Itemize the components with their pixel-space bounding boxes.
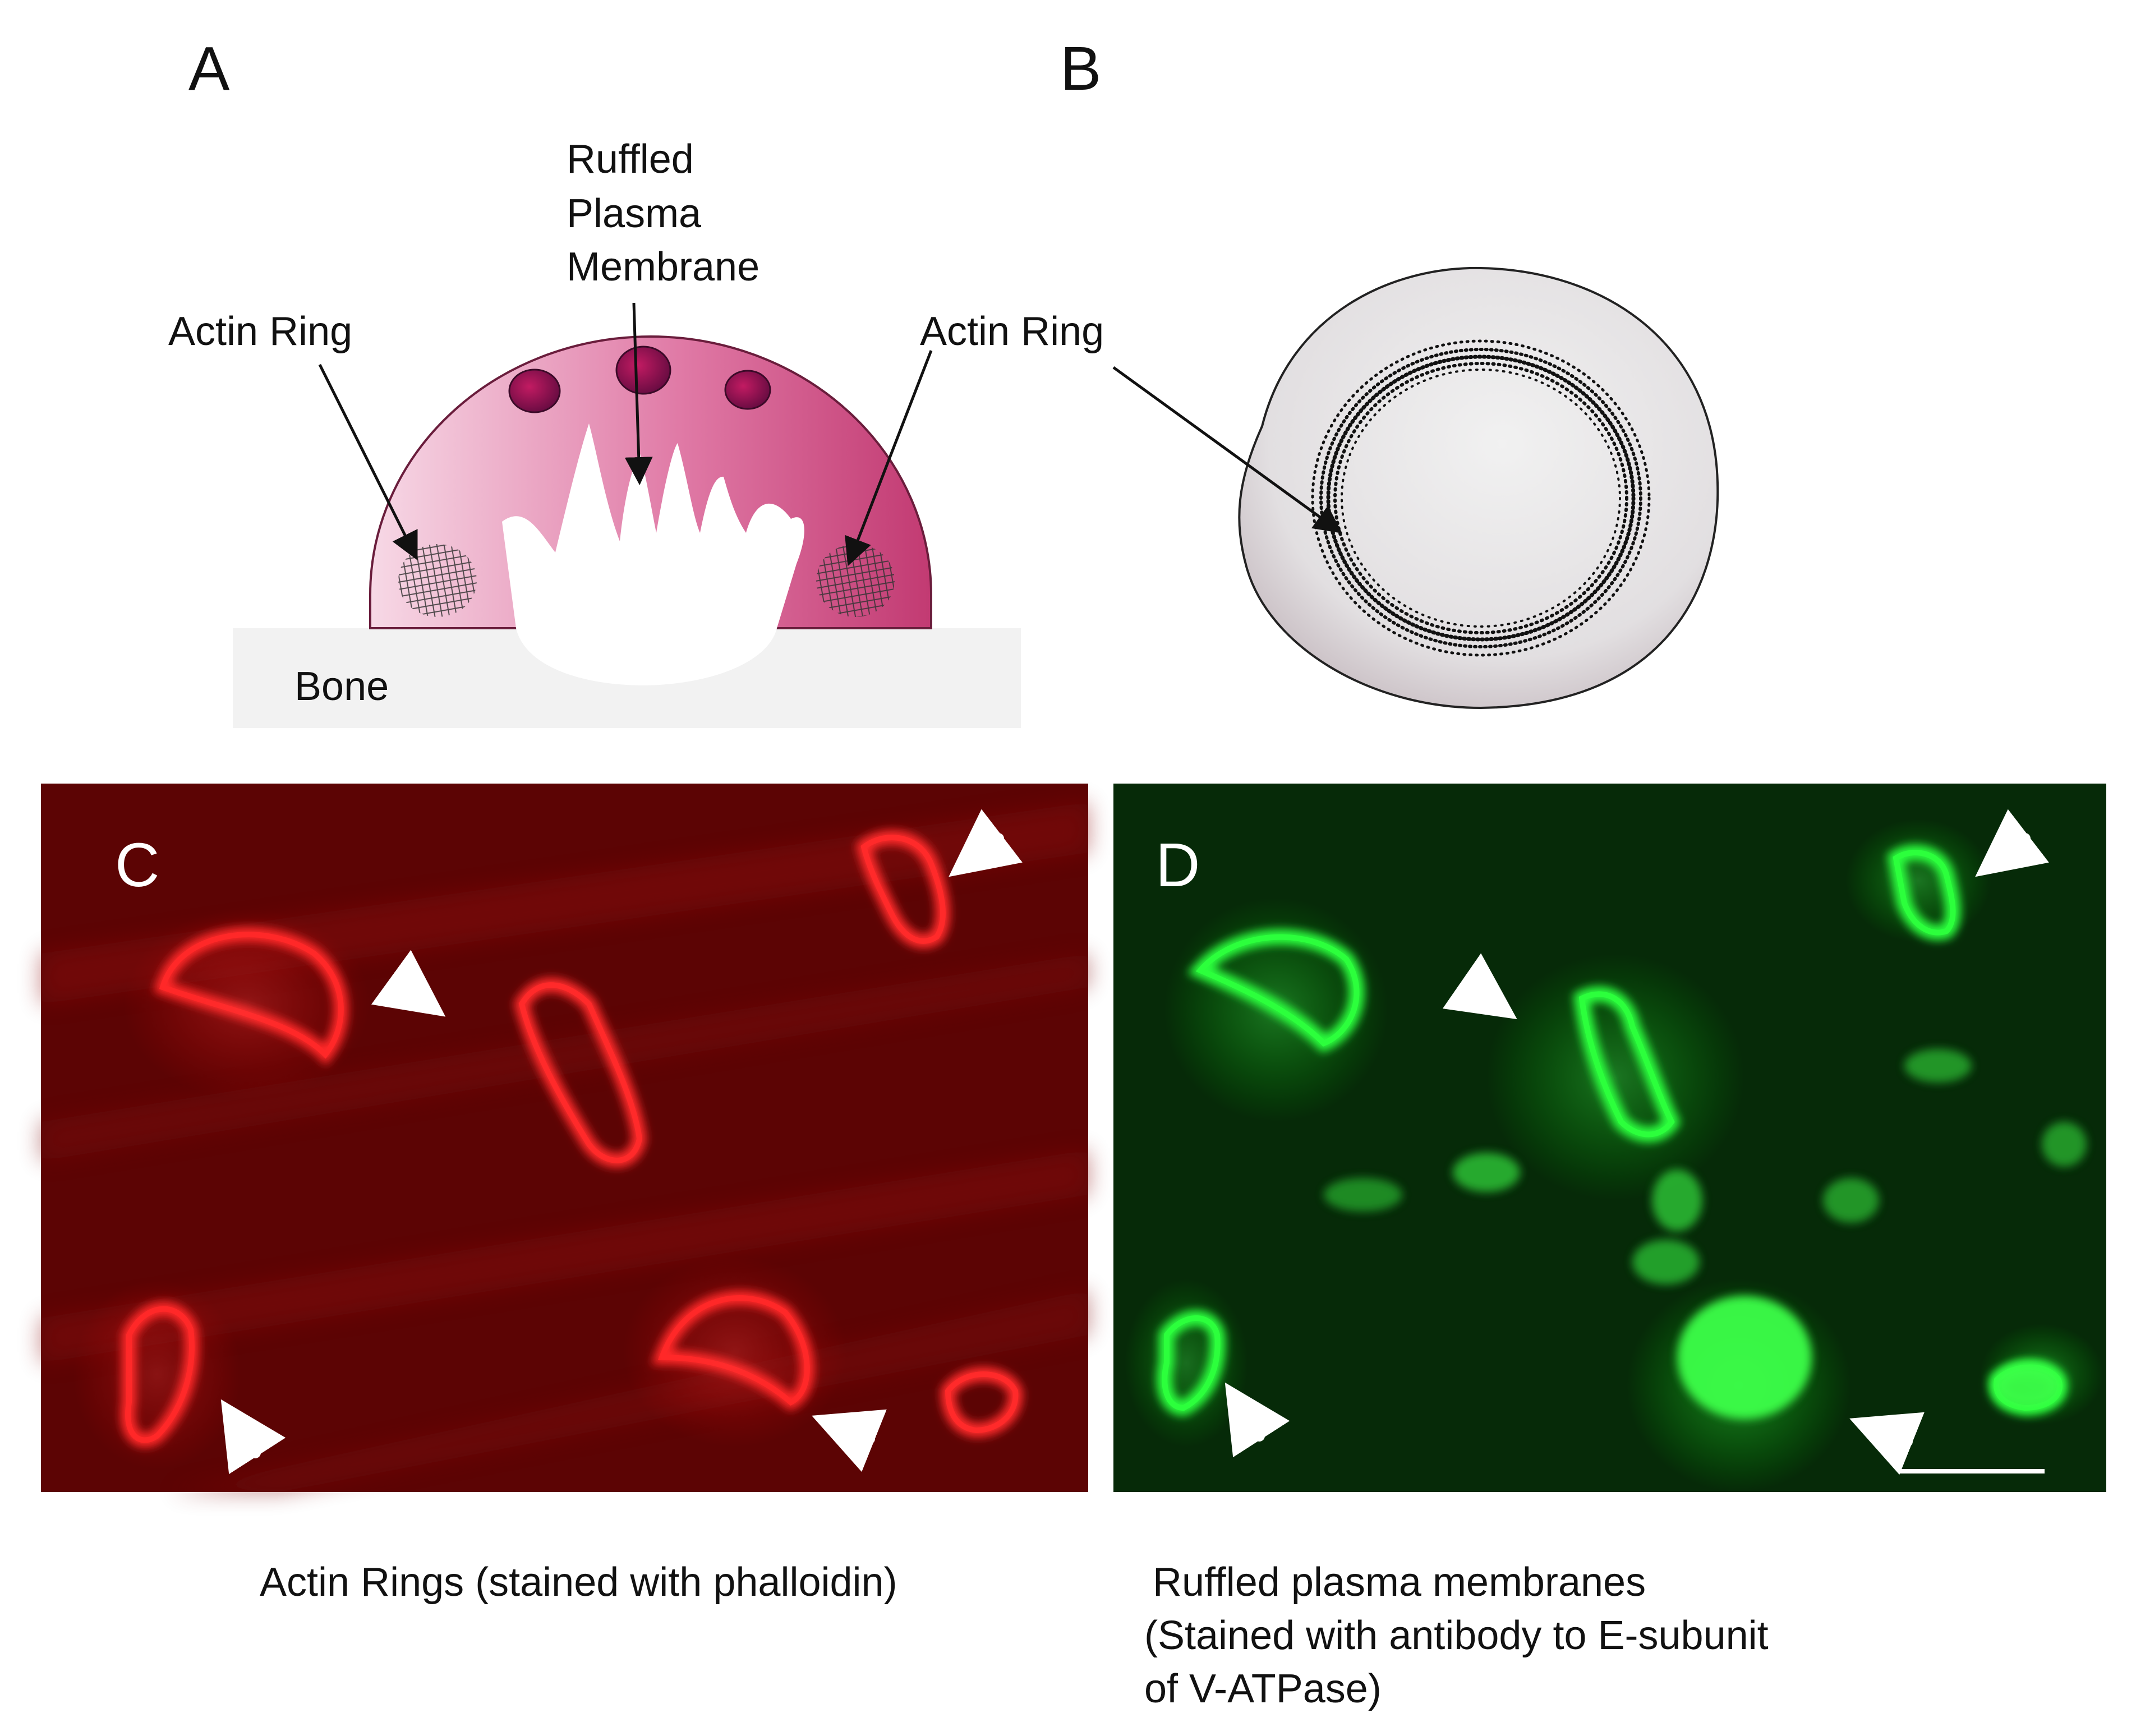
arrow-ruffled <box>624 302 653 485</box>
ruffled-label-line3: Membrane <box>567 245 759 289</box>
panel-letter-d: D <box>1156 831 1200 900</box>
arrow-pointer <box>371 950 446 1017</box>
actin-mesh-left <box>398 544 477 617</box>
actin-mesh-right <box>816 544 895 617</box>
arrow-actin-right <box>845 350 933 567</box>
white-arrows-c <box>220 809 1023 1475</box>
arrow-pointer <box>1442 953 1517 1020</box>
arrow-pointer <box>220 1399 286 1475</box>
actin-ring-label-right: Actin Ring <box>920 309 1104 354</box>
actin-ring-dots <box>1311 339 1651 657</box>
caption-d-line2: (Stained with antibody to E-subunit <box>1144 1613 1769 1658</box>
caption-d-line3: of V-ATPase) <box>1144 1666 1382 1711</box>
red-cell-glow <box>73 909 847 1470</box>
panel-letter-b: B <box>1060 34 1101 103</box>
white-arrows-d <box>1224 809 2049 1475</box>
nucleus <box>615 346 671 395</box>
actin-ring-label-left: Actin Ring <box>168 309 352 354</box>
arrow-actin-left <box>318 363 418 560</box>
nucleus <box>508 369 561 413</box>
arrow-pointer <box>1224 1382 1290 1458</box>
osteoclast-top-view <box>1238 266 1719 710</box>
panel-c-micrograph: C <box>41 784 1088 1492</box>
arrow-pointer <box>949 809 1023 877</box>
bone-label: Bone <box>294 664 389 709</box>
arrow-actin-ring-b <box>1112 366 1343 533</box>
panel-d-micrograph: D <box>1113 784 2106 1492</box>
panel-letter-a: A <box>188 34 230 103</box>
green-bright-patches <box>1324 1049 2087 1419</box>
caption-d-line1: Ruffled plasma membranes <box>1153 1560 1646 1605</box>
resorption-lacuna <box>502 423 804 685</box>
arrow-pointer <box>812 1409 887 1472</box>
panel-letter-c: C <box>115 831 159 900</box>
ruffled-label-line2: Plasma <box>567 191 702 236</box>
arrow-pointer <box>1975 809 2049 877</box>
panel-a-diagram: A Bone Ruffled Plasma Membrane Actin Rin… <box>168 34 1104 728</box>
caption-c: Actin Rings (stained with phalloidin) <box>260 1560 897 1605</box>
panel-b-diagram: B <box>1060 34 1719 710</box>
arrow-pointer <box>1849 1412 1925 1475</box>
nucleus <box>724 370 771 410</box>
ruffled-label-line1: Ruffled <box>567 137 694 182</box>
